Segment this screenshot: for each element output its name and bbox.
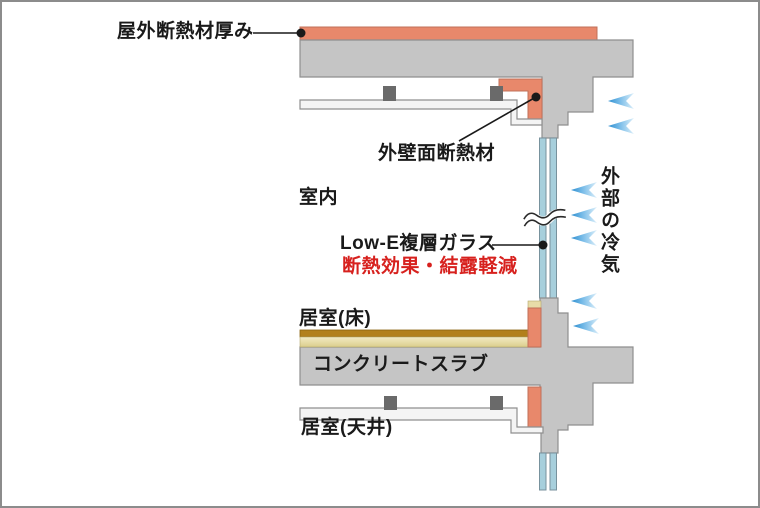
leader-dot-icon [538, 240, 548, 250]
bottom-ceiling-panel [299, 407, 544, 434]
wall-insulation-label: 外壁面断熱材 [378, 143, 496, 164]
roof-insulation-layer [299, 26, 598, 41]
outside-cold-air-label: 外部の冷気 [597, 166, 619, 276]
roof-insulation-label: 屋外断熱材厚み [117, 21, 254, 42]
low-e-glass-label: Low-E複層ガラス [340, 233, 497, 254]
leader-dot-icon [296, 28, 306, 38]
ceiling-hanger [384, 396, 397, 410]
slab-edge-insulation-lower [527, 386, 542, 428]
slab-edge-insulation-upper [527, 307, 542, 348]
ceiling-hanger [490, 86, 503, 101]
leader-low-e-glass [492, 240, 548, 250]
leader-dot-icon [531, 92, 541, 102]
ceiling-hanger [490, 396, 503, 410]
lower-window-glass [539, 452, 557, 491]
low-e-glass-benefit-label: 断熱効果・結露軽減 [342, 256, 518, 277]
glass-pane-inner [539, 452, 547, 491]
floor-underlay-layer [299, 336, 529, 348]
leader-wall-insulation [458, 92, 541, 142]
glass-break-icon [520, 208, 567, 227]
ceiling-hanger [383, 86, 396, 101]
cold-air-arrow-icon [571, 182, 597, 198]
cold-air-arrow-icon [571, 230, 597, 246]
cold-air-arrow-icon [573, 318, 599, 334]
room-ceiling-label: 居室(天井) [301, 417, 393, 438]
top-ceiling-panel [299, 99, 543, 126]
room-floor-label: 居室(床) [299, 308, 372, 329]
glass-pane-outer [549, 452, 557, 491]
concrete-slab-label: コンクリートスラブ [313, 354, 489, 375]
floor-edge-cap [527, 300, 542, 309]
cold-air-arrow-icon [571, 207, 597, 223]
cold-air-arrow-icon [608, 93, 634, 109]
cold-air-arrow-icon [571, 293, 597, 309]
cold-air-arrow-icon [608, 118, 634, 134]
indoor-label: 室内 [299, 187, 339, 208]
top-concrete-slab [299, 39, 634, 139]
leader-roof-insulation [253, 28, 306, 38]
floor-finish-layer [299, 329, 529, 338]
